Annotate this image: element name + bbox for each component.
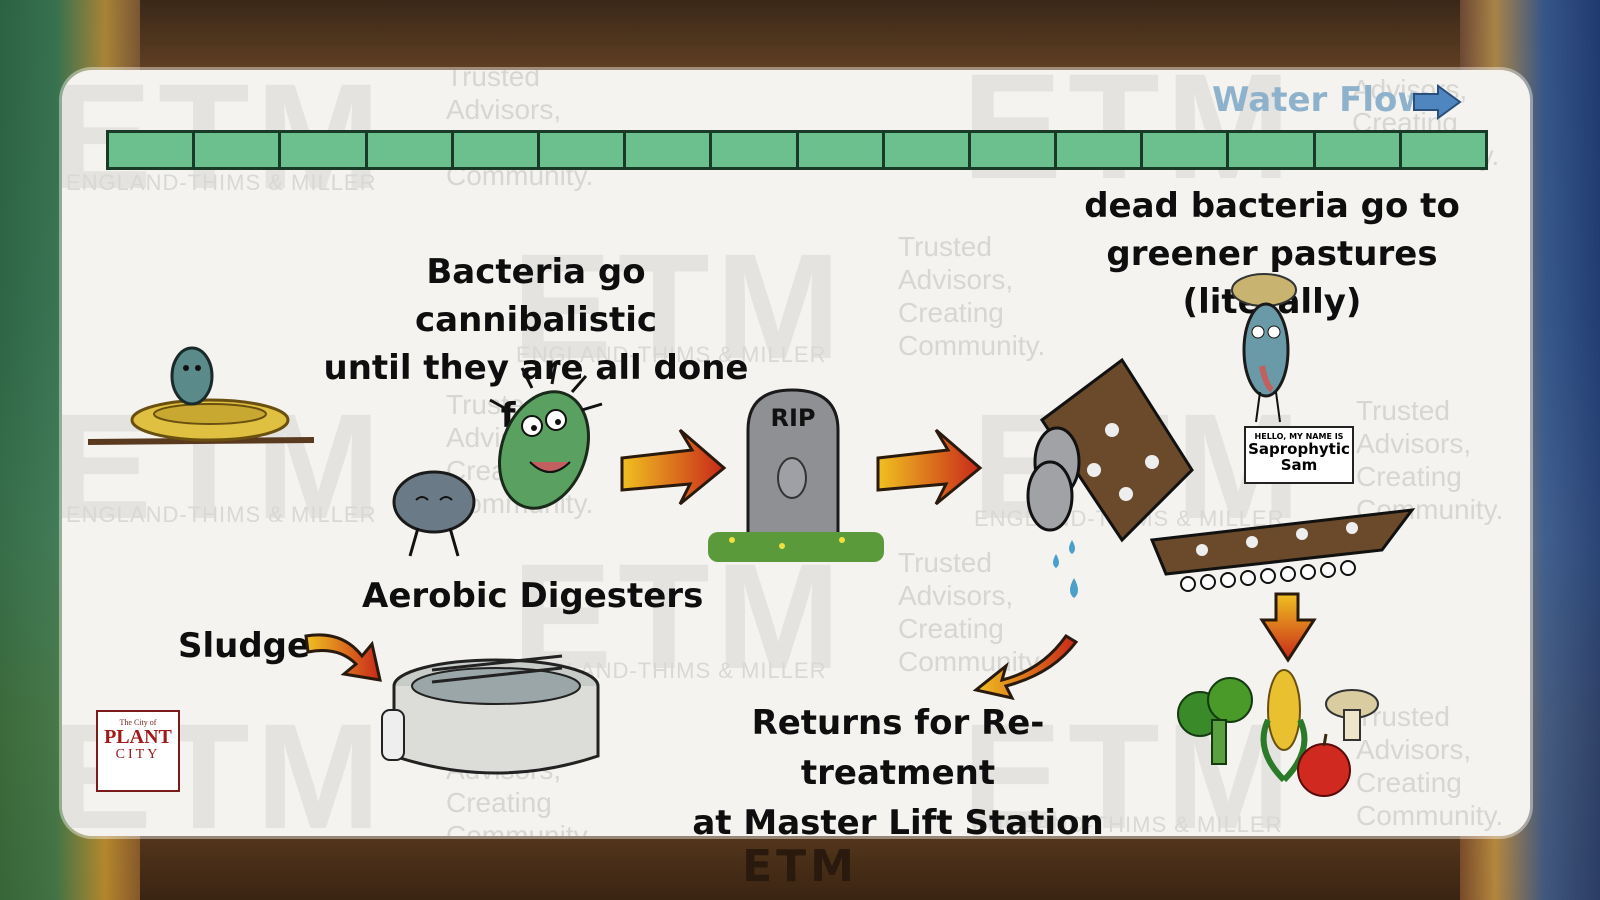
- diagram-panel: ETM ENGLAND-THIMS & MILLER ETM ENGLAND-T…: [62, 70, 1530, 836]
- plant-city-logo: The City of PLANT CITY: [96, 710, 180, 792]
- tombstone-text: RIP: [771, 404, 816, 432]
- process-arrow-down: [1262, 594, 1314, 660]
- belt-press-icon: [1028, 360, 1412, 598]
- footer-etm-logo: ETM: [742, 841, 858, 892]
- saprophytic-sam-icon: [1232, 274, 1296, 422]
- digester-tank-icon: [382, 656, 598, 773]
- name-tag: HELLO, MY NAME IS Saprophytic Sam: [1244, 426, 1354, 484]
- sludge-arrow: [306, 635, 380, 680]
- return-arrow: [976, 636, 1076, 698]
- cannibal-bacteria-icon: [394, 362, 604, 556]
- vegetables-icon: [1178, 670, 1378, 796]
- process-arrow-1: [622, 430, 724, 504]
- process-arrow-2: [878, 430, 980, 504]
- tombstone-icon: RIP: [708, 390, 884, 562]
- raft-bacterium-icon: [88, 348, 314, 442]
